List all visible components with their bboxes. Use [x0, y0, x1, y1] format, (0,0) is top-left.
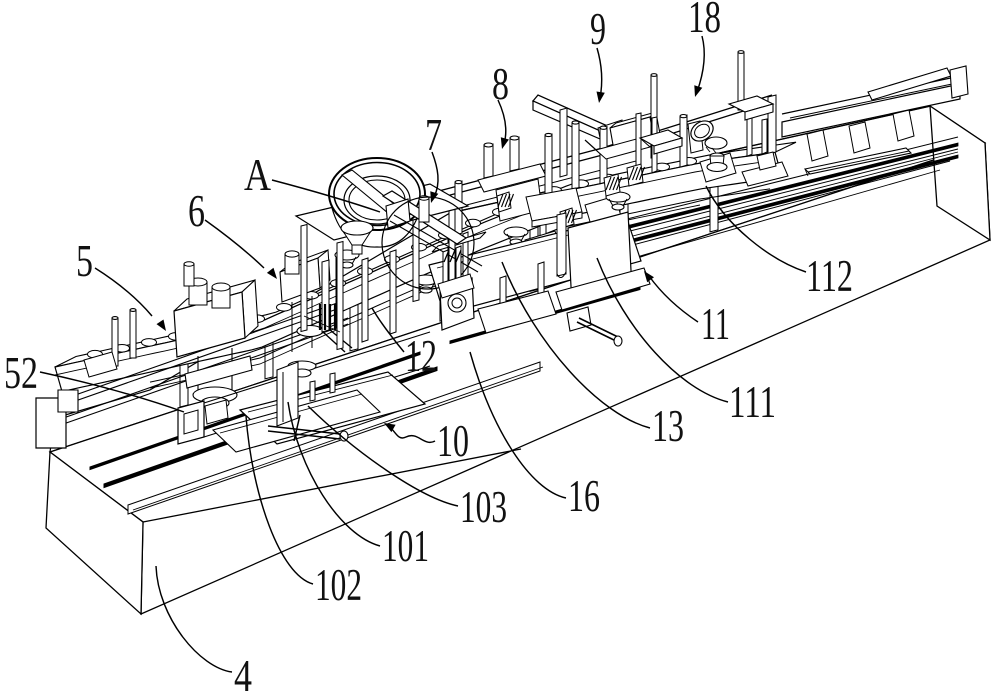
svg-text:18: 18 [688, 0, 721, 42]
svg-text:101: 101 [382, 521, 429, 571]
svg-text:6: 6 [188, 186, 205, 236]
svg-text:8: 8 [492, 59, 509, 109]
svg-text:4: 4 [234, 651, 252, 694]
svg-text:12: 12 [405, 331, 437, 381]
svg-text:5: 5 [76, 236, 93, 286]
svg-text:13: 13 [652, 401, 684, 451]
svg-text:16: 16 [568, 471, 600, 521]
svg-text:7: 7 [425, 110, 442, 160]
svg-text:10: 10 [437, 416, 469, 466]
svg-text:111: 111 [729, 377, 776, 427]
svg-text:103: 103 [460, 482, 507, 532]
svg-text:52: 52 [4, 348, 38, 398]
svg-text:112: 112 [806, 251, 853, 301]
svg-text:9: 9 [590, 4, 606, 54]
svg-text:A: A [244, 150, 271, 200]
svg-text:102: 102 [315, 560, 362, 610]
svg-text:11: 11 [701, 299, 730, 349]
